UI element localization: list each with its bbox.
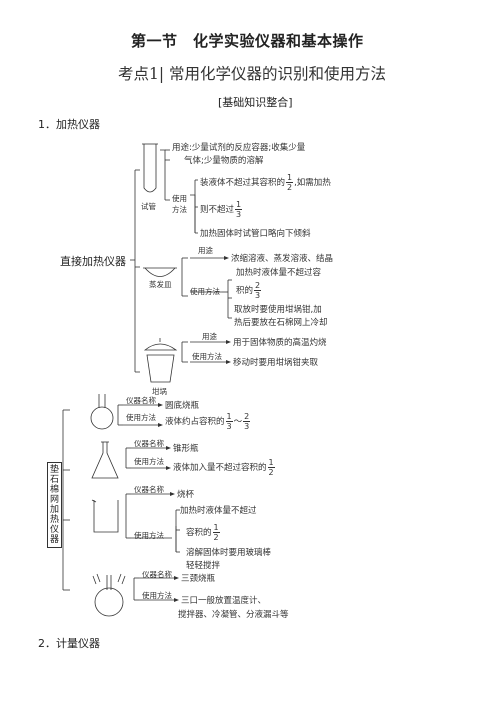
gauze-heating-label: 垫石棉网加热仪器 [47,462,62,548]
beaker-method-3a: 溶解固体时要用玻璃棒 [186,548,272,558]
crucible-method: 移动时要用坩埚钳夹取 [233,358,319,368]
test-tube-purpose-2: 气体;少量物质的溶解 [184,156,264,166]
beaker-name: 烧杯 [177,490,195,500]
crucible-method-label: 使用方法 [192,352,222,361]
test-tube-method-label-1: 使用 [172,194,187,203]
dish-method-3a: 取放时要使用坩埚钳,加 [234,305,322,315]
page-title: 第一节 化学实验仪器和基本操作 [131,32,364,50]
beaker-name-label: 仪器名称 [134,485,164,494]
crucible-name: 坩埚 [152,387,167,396]
three-neck-method-1: 三口一般放置温度计、 [181,596,267,606]
flask-name-label: 仪器名称 [126,396,156,405]
crucible-purpose-label: 用途 [202,332,217,341]
conical-method-label: 使用方法 [134,457,164,466]
dish-name: 蒸发皿 [149,280,172,289]
test-tube-method-label-2: 方法 [172,205,187,214]
beaker-method-1: 加热时液体量不超过 [180,506,257,516]
flask-name: 圆底烧瓶 [165,401,200,411]
crucible-purpose: 用于固体物质的高温灼烧 [233,338,327,348]
dish-method-1: 加热时液体量不超过容 [236,268,322,278]
dish-purpose: 浓缩溶液、蒸发溶液、结晶 [231,254,334,264]
dish-method-3b: 热后要放在石棉网上冷却 [234,318,328,328]
three-neck-name: 三颈烧瓶 [181,574,216,584]
beaker-method-label: 使用方法 [134,531,164,540]
three-neck-method-label: 使用方法 [142,591,172,600]
three-neck-method-2: 搅拌器、冷凝管、分液漏斗等 [178,610,289,620]
test-tube-name: 试管 [141,202,156,211]
test-tube-purpose-1: 用途:少量试剂的反应容器;收集少量 [172,143,306,153]
section-tag: [基础知识整合] [218,96,293,109]
conical-name: 锥形瓶 [173,444,199,454]
beaker-method-3b: 轻轻搅拌 [186,561,221,571]
section2-heading: 2．计量仪器 [38,637,100,650]
flask-method-label: 使用方法 [126,413,156,422]
dish-method-label: 使用方法 [190,287,220,296]
test-tube-method-3: 加热固体时试管口略向下倾斜 [200,229,311,239]
section1-heading: 1．加热仪器 [38,118,100,131]
direct-heating-label: 直接加热仪器 [60,255,126,268]
page-subtitle: 考点1| 常用化学仪器的识别和使用方法 [118,65,387,83]
conical-name-label: 仪器名称 [134,439,164,448]
dish-purpose-label: 用途 [198,246,213,255]
three-neck-name-label: 仪器名称 [142,570,172,579]
